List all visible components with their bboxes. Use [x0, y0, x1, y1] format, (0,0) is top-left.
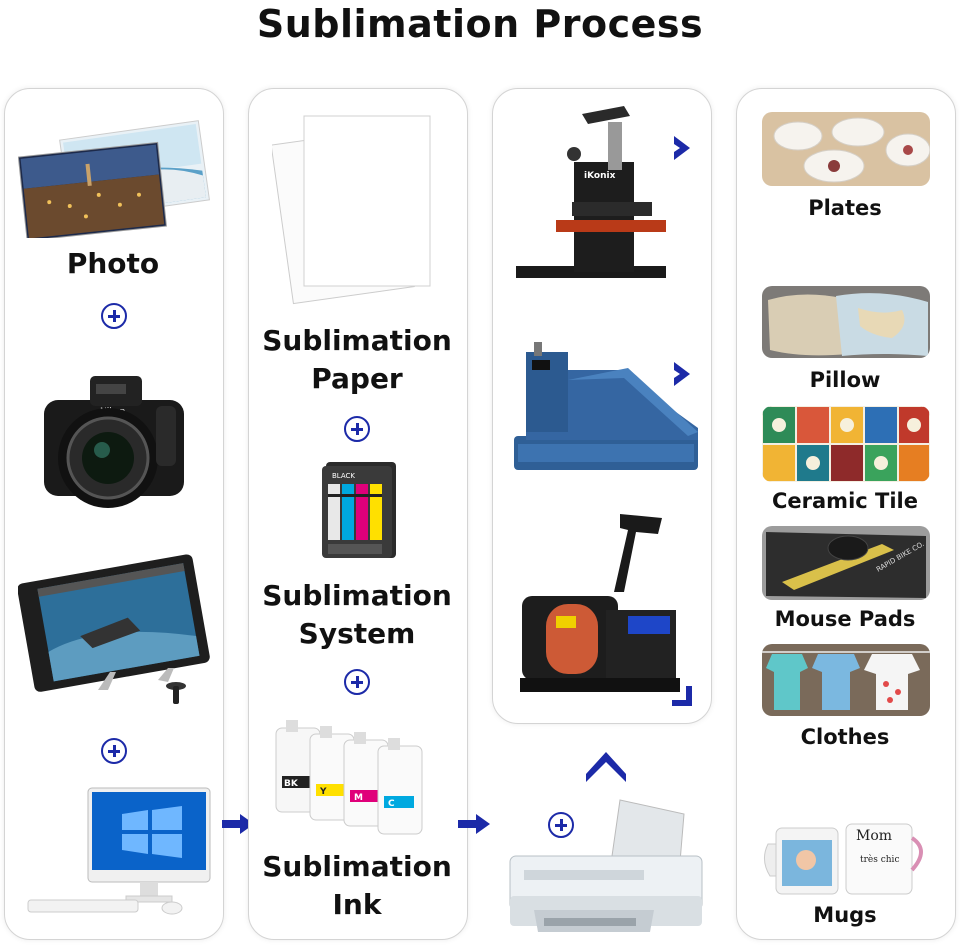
product-label: Ceramic Tile [772, 489, 918, 513]
plus-icon [344, 669, 370, 695]
product-label: Pillow [809, 368, 881, 392]
label-line: Sublimation [262, 579, 452, 612]
label-line: Sublimation [262, 324, 452, 357]
svg-text:C: C [388, 799, 395, 809]
camera-image: Nikon [44, 376, 184, 508]
product-label: Mugs [813, 903, 877, 927]
sublimation-paper-image [272, 115, 431, 305]
label-line: Ink [332, 888, 382, 921]
sublimation-paper-label: Sublimation Paper [248, 322, 466, 398]
mug-text: très chic [860, 854, 899, 865]
drawing-tablet-image [18, 554, 210, 704]
cartridge-text: BLACK [332, 472, 355, 480]
label-line: Sublimation [262, 850, 452, 883]
printer-image [509, 799, 703, 932]
photos-image [18, 120, 210, 238]
plus-icon [101, 738, 127, 764]
chevron-right-icon [674, 362, 690, 386]
page-title: Sublimation Process [256, 2, 704, 46]
ceramic-tile-image [762, 406, 930, 482]
plates-image [762, 112, 930, 186]
desktop-computer-image [27, 787, 211, 915]
product-label: Clothes [800, 725, 890, 749]
sublimation-ink-label: Sublimation Ink [248, 848, 466, 924]
mug-text: Mom [856, 828, 892, 844]
swing-heat-press-image: iKonix [516, 106, 666, 278]
mug-press-image [520, 514, 680, 692]
sublimation-system-label: Sublimation System [248, 577, 466, 653]
mouse-pad-image: RAPID BIKE CO. [762, 526, 930, 600]
ink-cartridges-image: BLACK [322, 462, 396, 558]
clothes-image [762, 644, 930, 716]
plus-icon [344, 416, 370, 442]
product-label: Mouse Pads [774, 607, 916, 631]
clamshell-heat-press-image [514, 342, 698, 470]
products-panel [736, 88, 956, 940]
svg-text:Y: Y [319, 787, 327, 797]
photo-label: Photo [66, 247, 160, 280]
chevron-right-icon [674, 136, 690, 160]
label-line: Paper [311, 362, 403, 395]
heat-press-brand: iKonix [584, 171, 616, 181]
mugs-image: Mom très chic [762, 820, 930, 896]
svg-text:BK: BK [284, 779, 299, 789]
corner-arrow-icon [672, 686, 692, 706]
plus-icon [101, 303, 127, 329]
label-line: System [298, 617, 416, 650]
ink-bags-image: BK Y M C [275, 720, 423, 835]
product-label: Plates [808, 196, 882, 220]
arrow-right-icon [458, 814, 490, 834]
svg-text:M: M [354, 793, 363, 803]
plus-icon [548, 812, 574, 838]
pillow-image [762, 286, 930, 358]
arrow-right-icon [222, 814, 254, 834]
chevron-up-icon [586, 752, 626, 782]
